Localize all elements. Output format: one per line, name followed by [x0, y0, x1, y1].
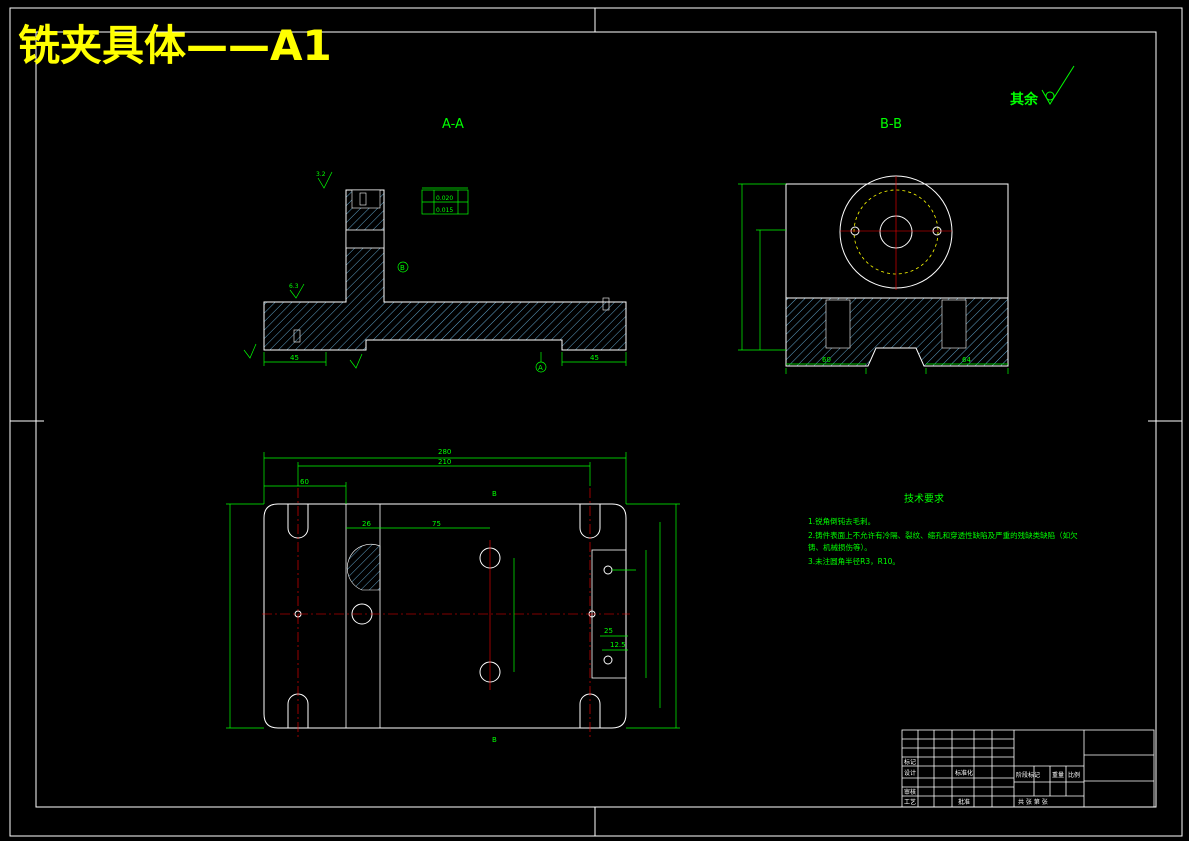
section-aa-view: 45 45 0.020 0.015 B A 3.2 6.3	[243, 171, 627, 373]
view-label-bb: B-B	[880, 117, 902, 132]
plan-dim-26: 26	[362, 520, 371, 528]
roughness-note-text: 其余	[1010, 91, 1039, 108]
tb-standard: 标准化	[955, 769, 973, 777]
aa-datum-b: B	[400, 264, 405, 272]
tech-item-3: 铸、机械损伤等）。	[808, 542, 872, 552]
aa-datum-a: A	[538, 364, 543, 372]
tb-mark: 标记	[904, 758, 916, 766]
plan-dim-280: 280	[438, 448, 451, 456]
roughness-note: 其余	[1010, 65, 1075, 108]
tb-sheets: 共 张 第 张	[1018, 798, 1048, 806]
tech-item-1: 1.锐角倒钝去毛刺。	[808, 516, 875, 526]
tb-ratio: 比例	[1068, 771, 1080, 779]
tech-heading: 技术要求	[904, 492, 944, 505]
plan-outline	[263, 503, 627, 729]
plan-dim-12-5: 12.5	[610, 641, 626, 649]
sheet-title: 铣夹具体——A1	[18, 21, 332, 70]
plan-dim-25: 25	[604, 627, 613, 635]
plan-dim-210: 210	[438, 458, 451, 466]
tb-design: 设计	[904, 769, 916, 777]
tb-audit: 审核	[904, 788, 916, 796]
view-label-aa: A-A	[442, 117, 464, 132]
bb-dim-60: 60	[822, 356, 831, 364]
aa-ra-32: 3.2	[316, 171, 326, 178]
aa-dim-right: 45	[590, 354, 599, 362]
section-bb-view: 60 64	[738, 175, 1009, 374]
title-block	[901, 729, 1155, 808]
bb-dim-64: 64	[962, 356, 971, 364]
plan-dim-60: 60	[300, 478, 309, 486]
sheet-frame	[9, 7, 1183, 837]
tb-process: 工艺	[904, 798, 916, 806]
plan-cut-b-bottom: B	[492, 736, 497, 744]
tb-stage: 阶段标记	[1016, 771, 1040, 779]
section-bb-body	[785, 297, 1009, 367]
tech-item-4: 3.未注圆角半径R3，R10。	[808, 556, 900, 566]
tech-item-2: 2.铸件表面上不允许有冷隔、裂纹、缩孔和穿透性缺陷及严重的残缺类缺陷（如欠	[808, 530, 1078, 540]
plan-view: 280 210 60 26 75 25 12.5 B B	[226, 448, 680, 744]
aa-fcf-value-1: 0.020	[436, 195, 453, 202]
tb-approve: 批准	[958, 798, 970, 806]
plan-dim-75: 75	[432, 520, 441, 528]
aa-fcf-value-2: 0.015	[436, 207, 453, 214]
aa-dim-left: 45	[290, 354, 299, 362]
aa-ra-63: 6.3	[289, 283, 299, 290]
tech-requirements: 技术要求 1.锐角倒钝去毛刺。 2.铸件表面上不允许有冷隔、裂纹、缩孔和穿透性缺…	[808, 492, 1078, 566]
plan-cut-b-top: B	[492, 490, 497, 498]
tb-weight: 重量	[1052, 771, 1064, 779]
title-block-labels: 标记 设计 审核 工艺 标准化 批准 阶段标记 重量 比例 共 张 第 张	[904, 758, 1080, 806]
